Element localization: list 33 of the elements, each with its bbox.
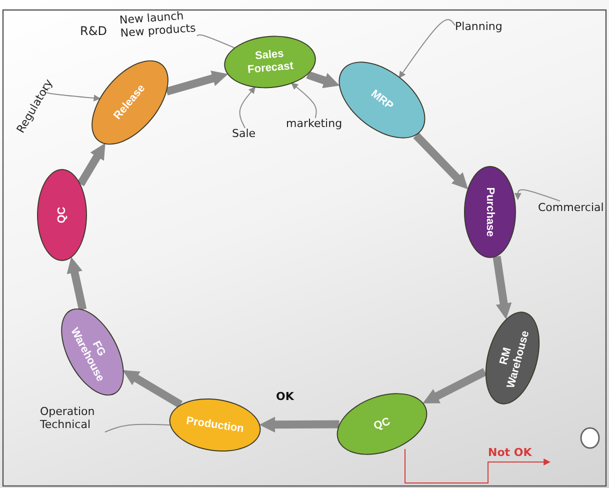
annotation-text: Planning (455, 21, 511, 35)
leader-line (104, 424, 170, 432)
annotation-text: Operation Technical (40, 406, 112, 434)
flow-arrow (413, 132, 468, 190)
process-label: QC (372, 415, 392, 433)
reject-arrow (404, 448, 551, 484)
flow-arrow (77, 143, 106, 186)
process-label: Purchase (484, 187, 496, 237)
annotation-text: Commercial (538, 202, 608, 216)
process-label: QC (56, 206, 68, 224)
flow-arrow (422, 368, 487, 404)
edge-label: Not OK (488, 446, 532, 459)
annotation-text: marketing (286, 118, 346, 132)
process-label: MRP (368, 87, 396, 112)
flow-arrow (492, 256, 512, 320)
process-label: Sales Forecast (246, 47, 295, 78)
annotation-text: R&D (80, 24, 107, 38)
leader-line (290, 82, 317, 118)
flow-arrow (66, 256, 87, 310)
flow-arrow (166, 70, 228, 96)
leader-line (514, 189, 560, 202)
leader-line (398, 19, 456, 78)
annotation-text: Sale (232, 128, 262, 142)
leader-line (239, 86, 256, 128)
leader-line (44, 88, 101, 102)
annotation-text: New launch New products (119, 9, 199, 43)
process-ellipse (37, 169, 87, 261)
flow-arrow (122, 370, 183, 408)
flow-arrow (306, 70, 340, 88)
leader-line (196, 34, 235, 48)
edge-label: OK (276, 390, 294, 403)
process-label: Production (185, 414, 245, 436)
flow-arrow (259, 416, 340, 433)
